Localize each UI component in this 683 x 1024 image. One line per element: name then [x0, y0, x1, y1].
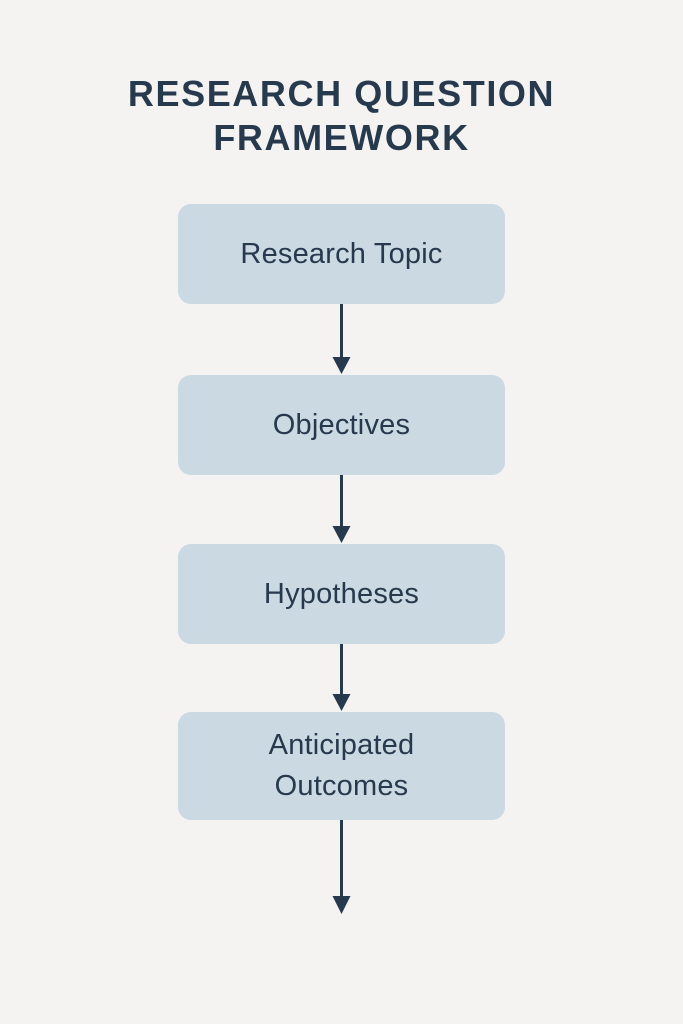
down-arrow-icon-4	[329, 820, 354, 915]
flow-node-research-topic[interactable]: Research Topic	[178, 204, 505, 304]
flow-node-anticipated-outcomes[interactable]: Anticipated Outcomes	[178, 712, 505, 820]
down-arrow-icon-1	[329, 304, 354, 375]
flow-node-label: Hypotheses	[263, 577, 420, 610]
down-arrow-icon-3	[329, 644, 354, 712]
flow-node-hypotheses[interactable]: Hypotheses	[178, 544, 505, 644]
flow-node-label: Objectives	[272, 408, 411, 441]
flow-node-objectives[interactable]: Objectives	[178, 375, 505, 475]
down-arrow-icon-2	[329, 475, 354, 544]
flow-node-label: Research Topic	[240, 237, 443, 270]
flow-node-label: Anticipated Outcomes	[268, 729, 415, 802]
page-title: RESEARCH QUESTION FRAMEWORK	[127, 73, 556, 158]
